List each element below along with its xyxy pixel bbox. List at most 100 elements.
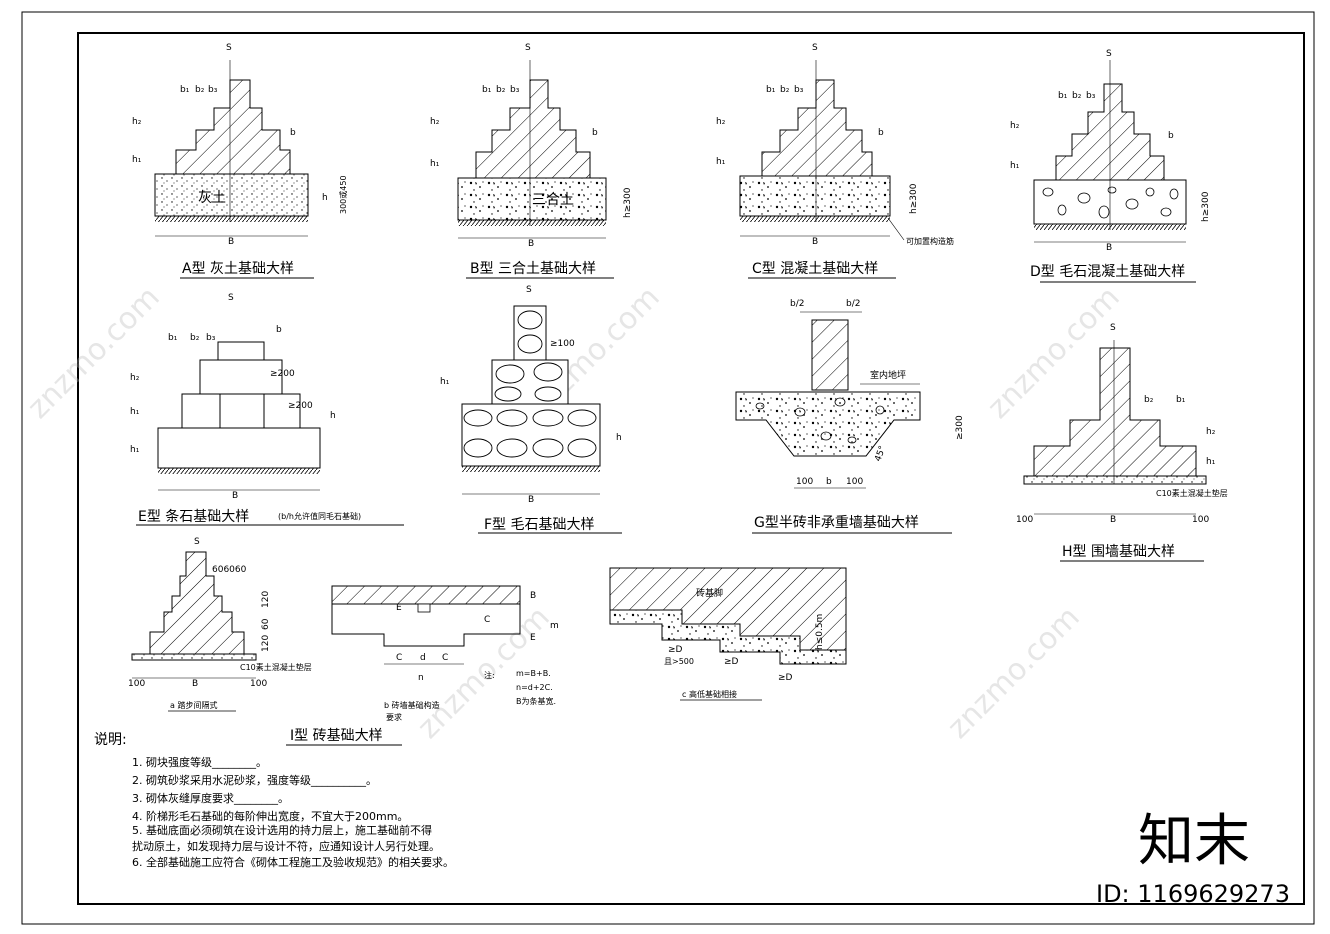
ia-60: 60 [261, 618, 271, 630]
f-100: ≥100 [550, 339, 575, 349]
ib-C2: C [396, 653, 402, 663]
detail-g: b/2 b/2 室内地坪 ≥300 45° 100 b 100 G型半砖非承重墙… [735, 299, 965, 534]
ib-E1: E [396, 603, 402, 613]
detail-i-c: 砖基脚 h≤0.5m 且>500 ≥D ≥D ≥D c 高低基础相接 [609, 567, 847, 701]
detail-c: S b₁ b₂ b₃ b h₂ h₁ h≥300 B 可加置构造筋 C型 混凝土… [716, 43, 954, 279]
b-b2: b₂ [496, 85, 506, 95]
h-title: H型 围墙基础大样 [1062, 543, 1175, 560]
d-b0: b [1168, 131, 1174, 141]
inner-frame [77, 32, 1305, 905]
g-half2: b/2 [846, 299, 860, 309]
brand-logo: 知末 [1138, 809, 1250, 874]
detail-h: S b₂ b₁ h₂ h₁ C10素土混凝土垫层 100 B 100 H型 围墙… [1016, 323, 1228, 562]
outer-frame [21, 11, 1315, 925]
e-s: S [228, 293, 234, 303]
a-h: h [322, 193, 328, 203]
d-s: S [1106, 49, 1112, 59]
a-b0: b [290, 128, 296, 138]
notes-heading: 说明: [94, 732, 127, 748]
f-h1: h₁ [440, 377, 450, 387]
a-h1: h₁ [132, 155, 142, 165]
ia-caption: a 踏步间隔式 [170, 700, 217, 710]
ia-100b: 100 [250, 679, 267, 689]
g-b: b [826, 477, 832, 487]
watermark-5: znzmo.com [941, 600, 1087, 746]
e-200b: ≥200 [288, 401, 313, 411]
detail-a: S b₁ b₂ b₃ b h₂ h₁ h 300或450 B 灰土 A型 灰土基… [132, 43, 348, 279]
c-b0: b [878, 128, 884, 138]
note-4: 4. 阶梯形毛石基础的每阶伸出宽度，不宜大于200mm。 [132, 809, 408, 823]
e-h: h [330, 411, 336, 421]
b-b0: b [592, 128, 598, 138]
detail-i-b: B m E C E C d C n b 砖墙基础构造 要求 注: m=B+B. … [331, 585, 559, 722]
ib-C1: C [484, 615, 490, 625]
b-fill-label: 三合土 [532, 192, 574, 208]
d-B: B [1106, 243, 1112, 253]
h-h1: h₁ [1206, 457, 1216, 467]
ia-120a: 120 [261, 591, 271, 608]
a-b3: b₃ [208, 85, 218, 95]
e-b1: b₁ [168, 333, 178, 343]
ib-n: n [418, 673, 424, 683]
ia-606060: 606060 [212, 565, 247, 575]
ic-caption: c 高低基础相接 [682, 689, 737, 699]
detail-i-a: S 606060 120 60 120 C10素土混凝土垫层 100 B 100… [128, 537, 312, 712]
h-b2: b₂ [1144, 395, 1154, 405]
ic-D2: ≥D [724, 657, 739, 667]
b-b3: b₃ [510, 85, 520, 95]
ib-C3: C [442, 653, 448, 663]
g-floor: 室内地坪 [870, 369, 906, 381]
ia-100a: 100 [128, 679, 145, 689]
g-half1: b/2 [790, 299, 804, 309]
detail-b: S b₁ b₂ b₃ b h₂ h₁ h≥300 B 三合土 B型 三合土基础大… [430, 43, 633, 279]
ib-B: B [530, 591, 536, 601]
b-h300: h≥300 [623, 187, 633, 218]
d-b3: b₃ [1086, 91, 1096, 101]
b-h1: h₁ [430, 159, 440, 169]
c-title: C型 混凝土基础大样 [752, 260, 878, 277]
f-s: S [526, 285, 532, 295]
d-h2: h₂ [1010, 121, 1020, 131]
e-h2: h₂ [130, 373, 140, 383]
ic-D3: ≥D [778, 673, 793, 683]
note-1: 1. 砌块强度等级________。 [132, 755, 267, 769]
f-h: h [616, 433, 622, 443]
b-title: B型 三合土基础大样 [470, 260, 596, 277]
g-100b: 100 [846, 477, 863, 487]
d-title: D型 毛石混凝土基础大样 [1030, 263, 1185, 280]
f-title: F型 毛石基础大样 [484, 516, 595, 533]
ic-D1: ≥D [668, 645, 683, 655]
note-2: 2. 砌筑砂浆采用水泥砂浆，强度等级__________。 [132, 773, 377, 787]
a-title: A型 灰土基础大样 [182, 260, 294, 277]
ib-d: d [420, 653, 426, 663]
ic-gt500: 且>500 [664, 657, 694, 666]
note-7: 6. 全部基础施工应符合《砌体工程施工及验收规范》的相关要求。 [132, 855, 454, 869]
e-h1a: h₁ [130, 407, 140, 417]
a-b2: b₂ [195, 85, 205, 95]
a-s: S [226, 43, 232, 53]
d-b1: b₁ [1058, 91, 1068, 101]
h-100b: 100 [1192, 515, 1209, 525]
e-200a: ≥200 [270, 369, 295, 379]
notes: 说明: 1. 砌块强度等级________。 2. 砌筑砂浆采用水泥砂浆，强度等… [94, 732, 454, 869]
a-B: B [228, 237, 234, 247]
e-b2: b₂ [190, 333, 200, 343]
c-rebar: 可加置构造筋 [906, 236, 954, 246]
c-b3: b₃ [794, 85, 804, 95]
a-h2: h₂ [132, 117, 142, 127]
d-h1: h₁ [1010, 161, 1020, 171]
watermark-1: znzmo.com [21, 280, 167, 426]
formula-2: n=d+2C. [516, 683, 553, 692]
ic-bk: 砖基脚 [696, 587, 723, 599]
c-b2: b₂ [780, 85, 790, 95]
ia-s: S [194, 537, 200, 547]
formula-note: 注: [484, 670, 495, 680]
b-b1: b₁ [482, 85, 492, 95]
detail-d: S b₁ b₂ b₃ b h₂ h₁ h≥300 B D型 毛石混凝土基础大样 [1010, 49, 1211, 283]
e-title: E型 条石基础大样 [138, 508, 249, 525]
h-100a: 100 [1016, 515, 1033, 525]
i-title: I型 砖基础大样 [290, 727, 383, 744]
ib-caption: b 砖墙基础构造 [384, 700, 440, 710]
a-hval: 300或450 [338, 175, 348, 214]
